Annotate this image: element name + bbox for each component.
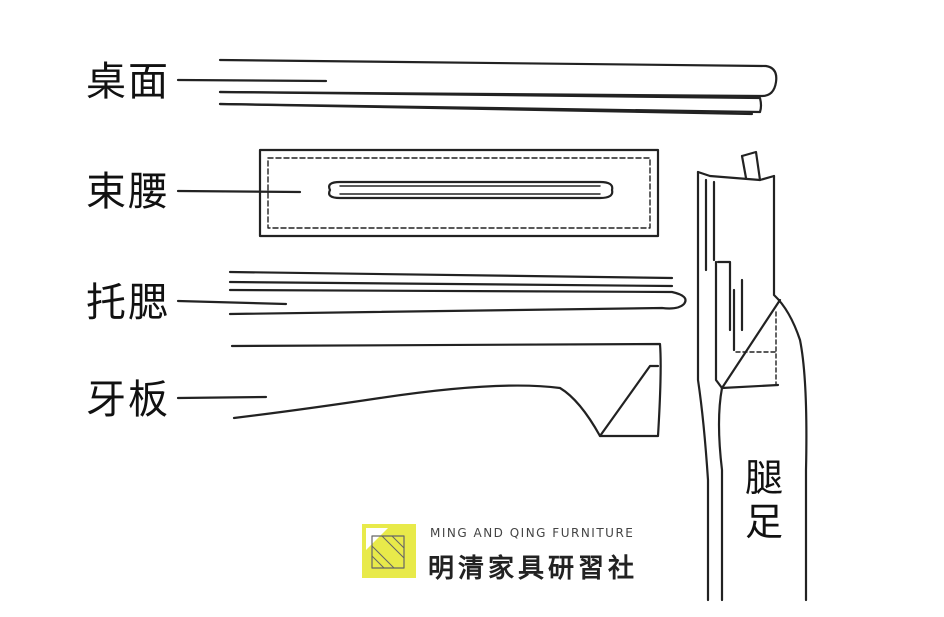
tabletop-leader-line <box>176 78 328 83</box>
brand-english: MING AND QING FURNITURE <box>430 526 635 540</box>
waist-part <box>176 148 660 238</box>
leg-label: 腿足 <box>742 456 786 544</box>
leg-part <box>696 150 808 602</box>
support-strip-leader-line <box>176 299 288 306</box>
leg-label-text: 腿足 <box>744 456 783 544</box>
apron-leader-line <box>176 395 268 400</box>
waist-label: 束腰 <box>86 169 170 215</box>
apron-part <box>176 342 662 438</box>
brand-logo-icon <box>362 524 416 578</box>
tabletop-label: 桌面 <box>86 59 170 105</box>
support-strip-label: 托腮 <box>86 280 170 326</box>
waist-leader-line <box>176 189 302 194</box>
support-strip-part <box>176 270 687 316</box>
tabletop-part <box>176 58 778 116</box>
brand-chinese: 明清家具研習社 <box>428 554 639 584</box>
apron-label: 牙板 <box>86 377 170 423</box>
